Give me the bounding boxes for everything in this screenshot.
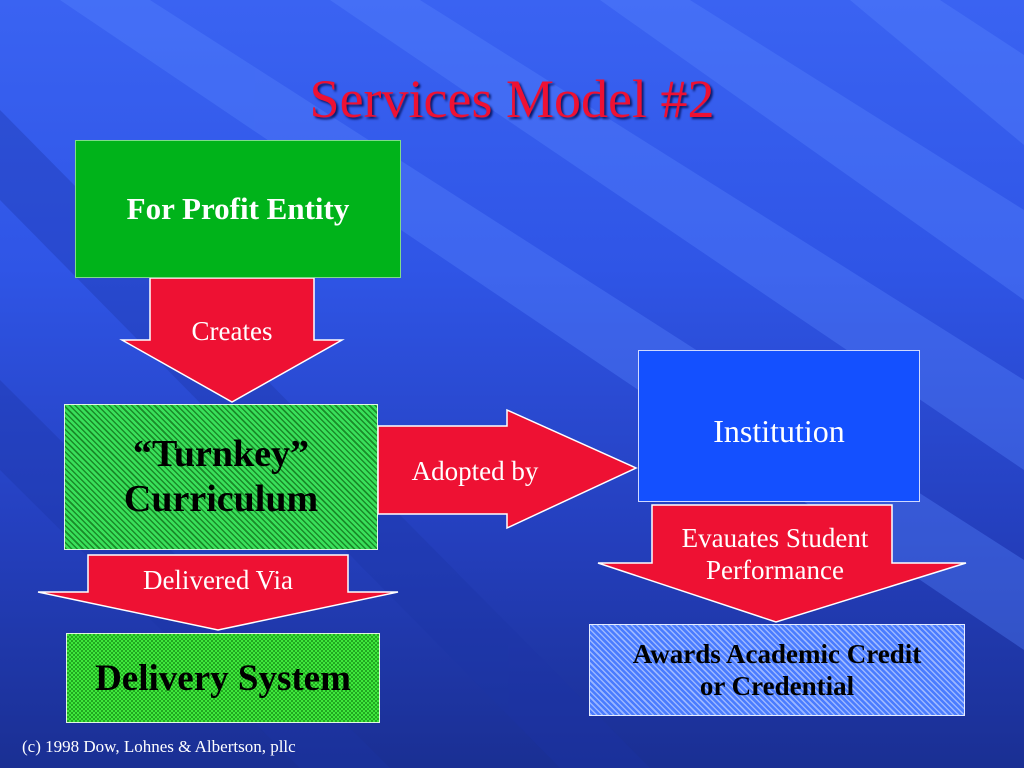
slide-title: Services Model #2 xyxy=(309,69,715,129)
evaluates-line-1: Evauates Student xyxy=(681,523,869,553)
delivered-via-label: Delivered Via xyxy=(142,565,294,595)
for-profit-entity-box: For Profit Entity xyxy=(75,140,401,278)
institution-label: Institution xyxy=(713,413,845,449)
delivered-via-arrow xyxy=(37,554,399,631)
delivery-system-label: Delivery System xyxy=(95,657,351,699)
evaluates-line-2: Performance xyxy=(706,555,844,586)
turnkey-label: “Turnkey” xyxy=(133,433,309,476)
evaluates-label: Evauates Student Performance xyxy=(640,522,910,587)
awards-credit-box: Awards Academic Credit or Credential xyxy=(589,624,965,716)
for-profit-entity-label: For Profit Entity xyxy=(126,191,350,226)
adopted-by-label: Adopted by xyxy=(411,456,539,486)
creates-label: Creates xyxy=(191,316,273,346)
turnkey-curriculum-box: “Turnkey” Curriculum xyxy=(64,404,378,550)
awards-line-2: or Credential xyxy=(699,671,855,701)
delivery-system-box: Delivery System xyxy=(66,633,380,723)
adopted-by-arrow xyxy=(377,408,638,530)
evaluates-arrow xyxy=(597,504,967,623)
institution-box: Institution xyxy=(638,350,920,502)
copyright-footer: (c) 1998 Dow, Lohnes & Albertson, pllc xyxy=(22,737,296,756)
awards-line-1: Awards Academic Credit xyxy=(632,638,922,669)
creates-arrow xyxy=(119,277,345,403)
curriculum-label: Curriculum xyxy=(123,478,319,520)
